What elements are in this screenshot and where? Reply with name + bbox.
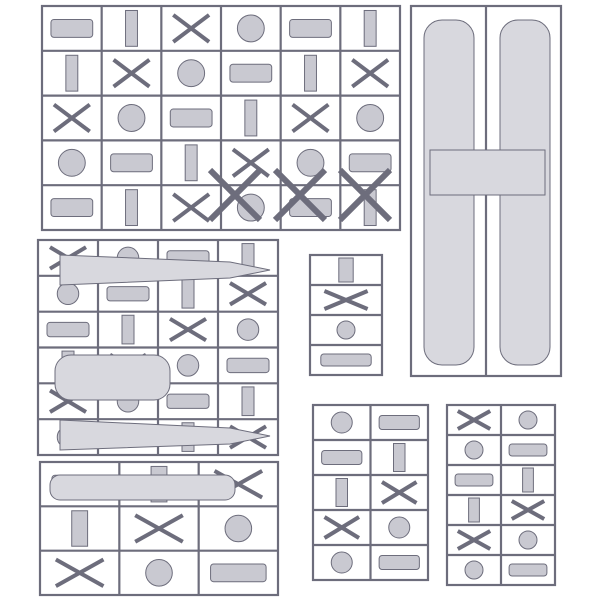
part bbox=[57, 148, 86, 177]
part bbox=[125, 9, 138, 47]
part bbox=[125, 189, 138, 227]
part bbox=[176, 354, 200, 377]
part bbox=[296, 148, 325, 177]
part bbox=[323, 289, 369, 311]
part bbox=[168, 317, 208, 343]
propeller-part bbox=[272, 167, 328, 223]
part bbox=[169, 108, 213, 128]
part bbox=[456, 409, 492, 431]
part bbox=[522, 467, 534, 493]
part bbox=[166, 393, 210, 409]
fuselage-half-part bbox=[59, 254, 271, 286]
part bbox=[50, 18, 94, 38]
part bbox=[464, 560, 484, 580]
part bbox=[177, 59, 206, 88]
part bbox=[304, 54, 317, 92]
part bbox=[454, 473, 494, 487]
part bbox=[456, 529, 492, 551]
part bbox=[393, 443, 406, 472]
part bbox=[508, 563, 548, 577]
struts-sprue-right bbox=[445, 403, 557, 587]
part bbox=[112, 58, 151, 89]
part bbox=[172, 13, 211, 44]
part bbox=[229, 63, 273, 83]
part bbox=[380, 480, 418, 505]
part bbox=[468, 497, 480, 523]
wing-center-section bbox=[429, 149, 546, 196]
part bbox=[510, 499, 546, 521]
part bbox=[335, 478, 348, 507]
part bbox=[338, 257, 354, 283]
part bbox=[50, 198, 94, 218]
part bbox=[231, 147, 270, 178]
fuselage-half-part bbox=[59, 419, 271, 451]
part bbox=[226, 357, 270, 374]
part bbox=[236, 14, 265, 43]
part bbox=[289, 18, 332, 38]
part bbox=[378, 555, 420, 570]
part bbox=[291, 102, 330, 134]
part bbox=[184, 144, 198, 182]
part bbox=[145, 559, 173, 587]
part bbox=[181, 278, 195, 309]
part bbox=[134, 513, 184, 544]
propeller-part bbox=[207, 167, 263, 223]
part bbox=[54, 557, 105, 588]
small-parts-sprue bbox=[308, 253, 384, 377]
part bbox=[378, 415, 420, 430]
part bbox=[336, 320, 356, 340]
part bbox=[330, 551, 353, 574]
part bbox=[52, 102, 91, 134]
part bbox=[330, 411, 353, 434]
part bbox=[508, 443, 548, 457]
part bbox=[351, 58, 390, 89]
struts-sprue-left bbox=[311, 403, 430, 582]
part bbox=[321, 450, 363, 465]
part bbox=[46, 321, 90, 338]
part bbox=[348, 153, 392, 173]
part bbox=[320, 353, 372, 367]
wings-sprue bbox=[409, 4, 563, 378]
part bbox=[323, 515, 361, 540]
propeller-part bbox=[337, 167, 393, 223]
part bbox=[117, 104, 146, 132]
part bbox=[210, 563, 267, 583]
part bbox=[388, 516, 411, 539]
part bbox=[121, 314, 135, 345]
tailplane-part bbox=[54, 354, 171, 401]
part bbox=[106, 286, 150, 302]
part bbox=[518, 410, 538, 430]
part bbox=[56, 282, 80, 305]
part bbox=[224, 514, 253, 543]
part bbox=[518, 530, 538, 550]
part bbox=[356, 104, 385, 132]
sprue-frame bbox=[38, 460, 280, 597]
part bbox=[228, 281, 268, 307]
part bbox=[244, 99, 258, 137]
engine-part bbox=[49, 474, 236, 501]
part bbox=[363, 9, 377, 47]
part bbox=[172, 192, 211, 223]
part bbox=[236, 318, 260, 341]
part bbox=[110, 153, 153, 173]
part bbox=[241, 386, 255, 417]
part bbox=[71, 510, 89, 547]
part bbox=[464, 440, 484, 460]
part bbox=[65, 54, 79, 92]
